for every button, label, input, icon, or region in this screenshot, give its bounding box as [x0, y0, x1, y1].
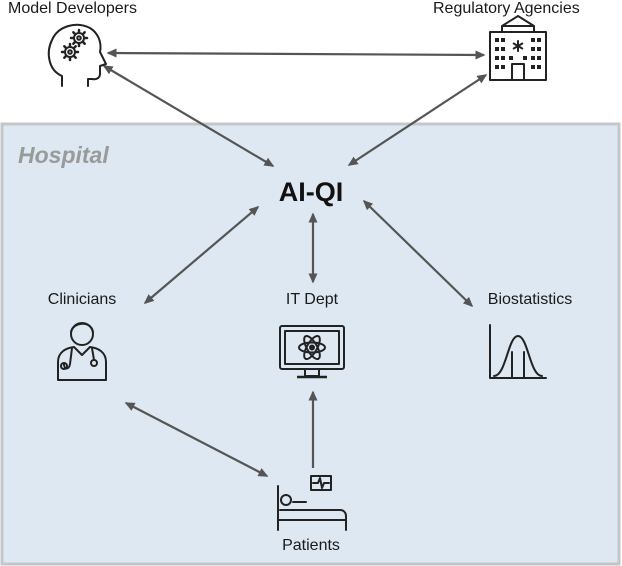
- node-label-biostatistics: Biostatistics: [487, 291, 573, 308]
- node-label-model-developers: Model Developers: [8, 0, 137, 17]
- edge-ai-qi-biostatistics: [362, 199, 474, 308]
- bell-curve-icon: [489, 324, 547, 379]
- hospital-container-label: Hospital: [18, 142, 109, 168]
- edge-model-developers-regulatory-agencies: [106, 48, 486, 60]
- node-label-it-dept: IT Dept: [285, 291, 339, 308]
- monitor-atom-icon: [279, 325, 345, 379]
- edge-clinicians-patients: [124, 402, 269, 477]
- edge-ai-qi-clinicians: [143, 206, 260, 304]
- node-label-patients: Patients: [282, 537, 340, 554]
- node-label-clinicians: Clinicians: [47, 291, 117, 308]
- edge-model-developers-ai-qi: [102, 65, 275, 167]
- doctor-stethoscope-icon: [57, 322, 107, 381]
- patient-bed-icon: [277, 475, 347, 531]
- hospital-building-icon: [489, 15, 547, 81]
- ai-qi-node: AI-QI: [278, 177, 344, 207]
- head-gears-icon: [47, 23, 107, 87]
- edge-regulatory-agencies-ai-qi: [347, 74, 488, 166]
- node-label-regulatory-agencies: Regulatory Agencies: [433, 0, 580, 17]
